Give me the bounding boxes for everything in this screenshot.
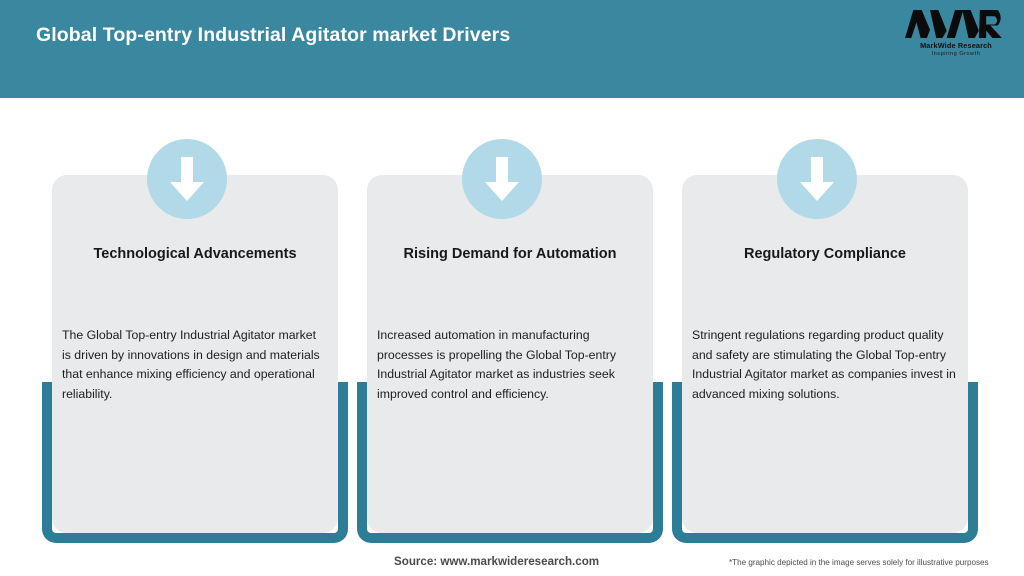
logo-company-name: MarkWide Research [920,41,992,50]
card-panel [52,175,338,533]
card-body-text: The Global Top-entry Industrial Agitator… [62,328,320,401]
card-accent-frame [672,382,978,543]
card-heading: Regulatory Compliance [744,246,906,262]
source-label: Source: www.markwideresearch.com [394,555,600,568]
down-arrow-icon [147,139,227,219]
card-accent-frame [357,382,663,543]
card-body-text: Stringent regulations regarding product … [692,328,956,401]
driver-card-1[interactable]: Technological Advancements The Global To… [36,0,358,576]
mwr-logo-icon [905,9,1002,39]
card-heading: Rising Demand for Automation [403,246,617,262]
card-accent-frame [42,382,348,543]
driver-card-3[interactable]: Regulatory Compliance Stringent regulati… [666,0,988,576]
card-panel [367,175,653,533]
logo-tagline: Inspiring Growth [931,51,981,57]
card-heading: Technological Advancements [93,246,297,262]
card-body-text: Increased automation in manufacturing pr… [377,328,617,401]
card-panel [682,175,968,533]
page-title: Global Top-entry Industrial Agitator mar… [36,24,511,46]
header-band: Global Top-entry Industrial Agitator mar… [0,0,1024,98]
down-arrow-icon [462,139,542,219]
driver-card-2[interactable]: Rising Demand for Automation Increased a… [351,0,673,576]
disclaimer-note: *The graphic depicted in the image serve… [729,558,989,567]
down-arrow-icon [777,139,857,219]
brand-logo: MarkWide Research Inspiring Growth [904,8,1008,62]
